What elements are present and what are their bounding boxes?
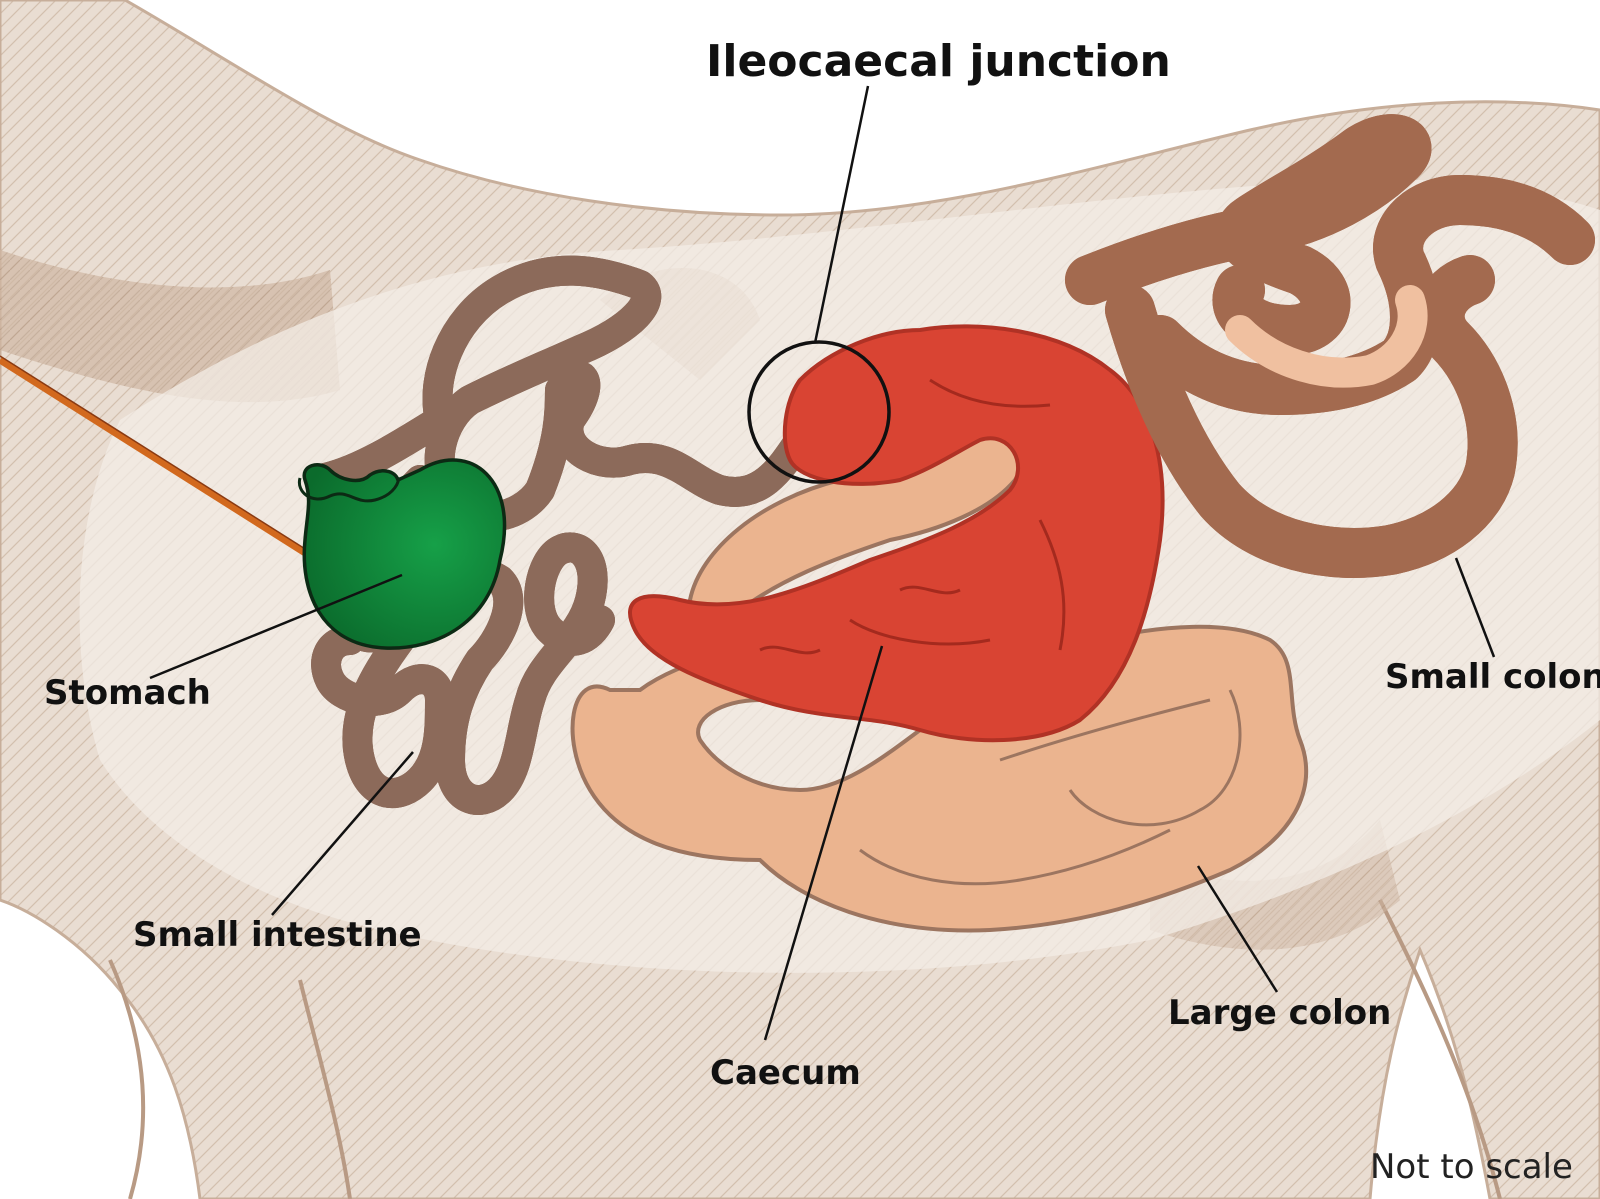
leader-caecum xyxy=(763,645,884,1041)
leader-ileocaecal xyxy=(813,85,870,344)
esophagus xyxy=(0,357,312,559)
stomach-organ xyxy=(297,458,507,650)
leader-large-colon xyxy=(1196,865,1279,993)
small-intestine-label: Small intestine xyxy=(133,915,422,955)
large-colon xyxy=(570,426,1309,933)
leader-lines xyxy=(149,85,1496,1041)
leader-stomach xyxy=(149,573,403,680)
leader-small-intestine xyxy=(271,751,414,916)
small-colon-label: Small colon xyxy=(1385,657,1600,697)
small-colon-organ xyxy=(1065,139,1595,553)
ileocaecal-junction-ring xyxy=(747,340,891,484)
stomach-label: Stomach xyxy=(44,673,211,713)
scale-note: Not to scale xyxy=(1370,1147,1573,1187)
large-colon-label: Large colon xyxy=(1168,993,1392,1033)
leader-small-colon xyxy=(1454,557,1496,658)
caecum-label: Caecum xyxy=(710,1053,861,1093)
caecum-organ xyxy=(628,324,1165,743)
ileocaecal-junction-label: Ileocaecal junction xyxy=(706,36,1171,87)
